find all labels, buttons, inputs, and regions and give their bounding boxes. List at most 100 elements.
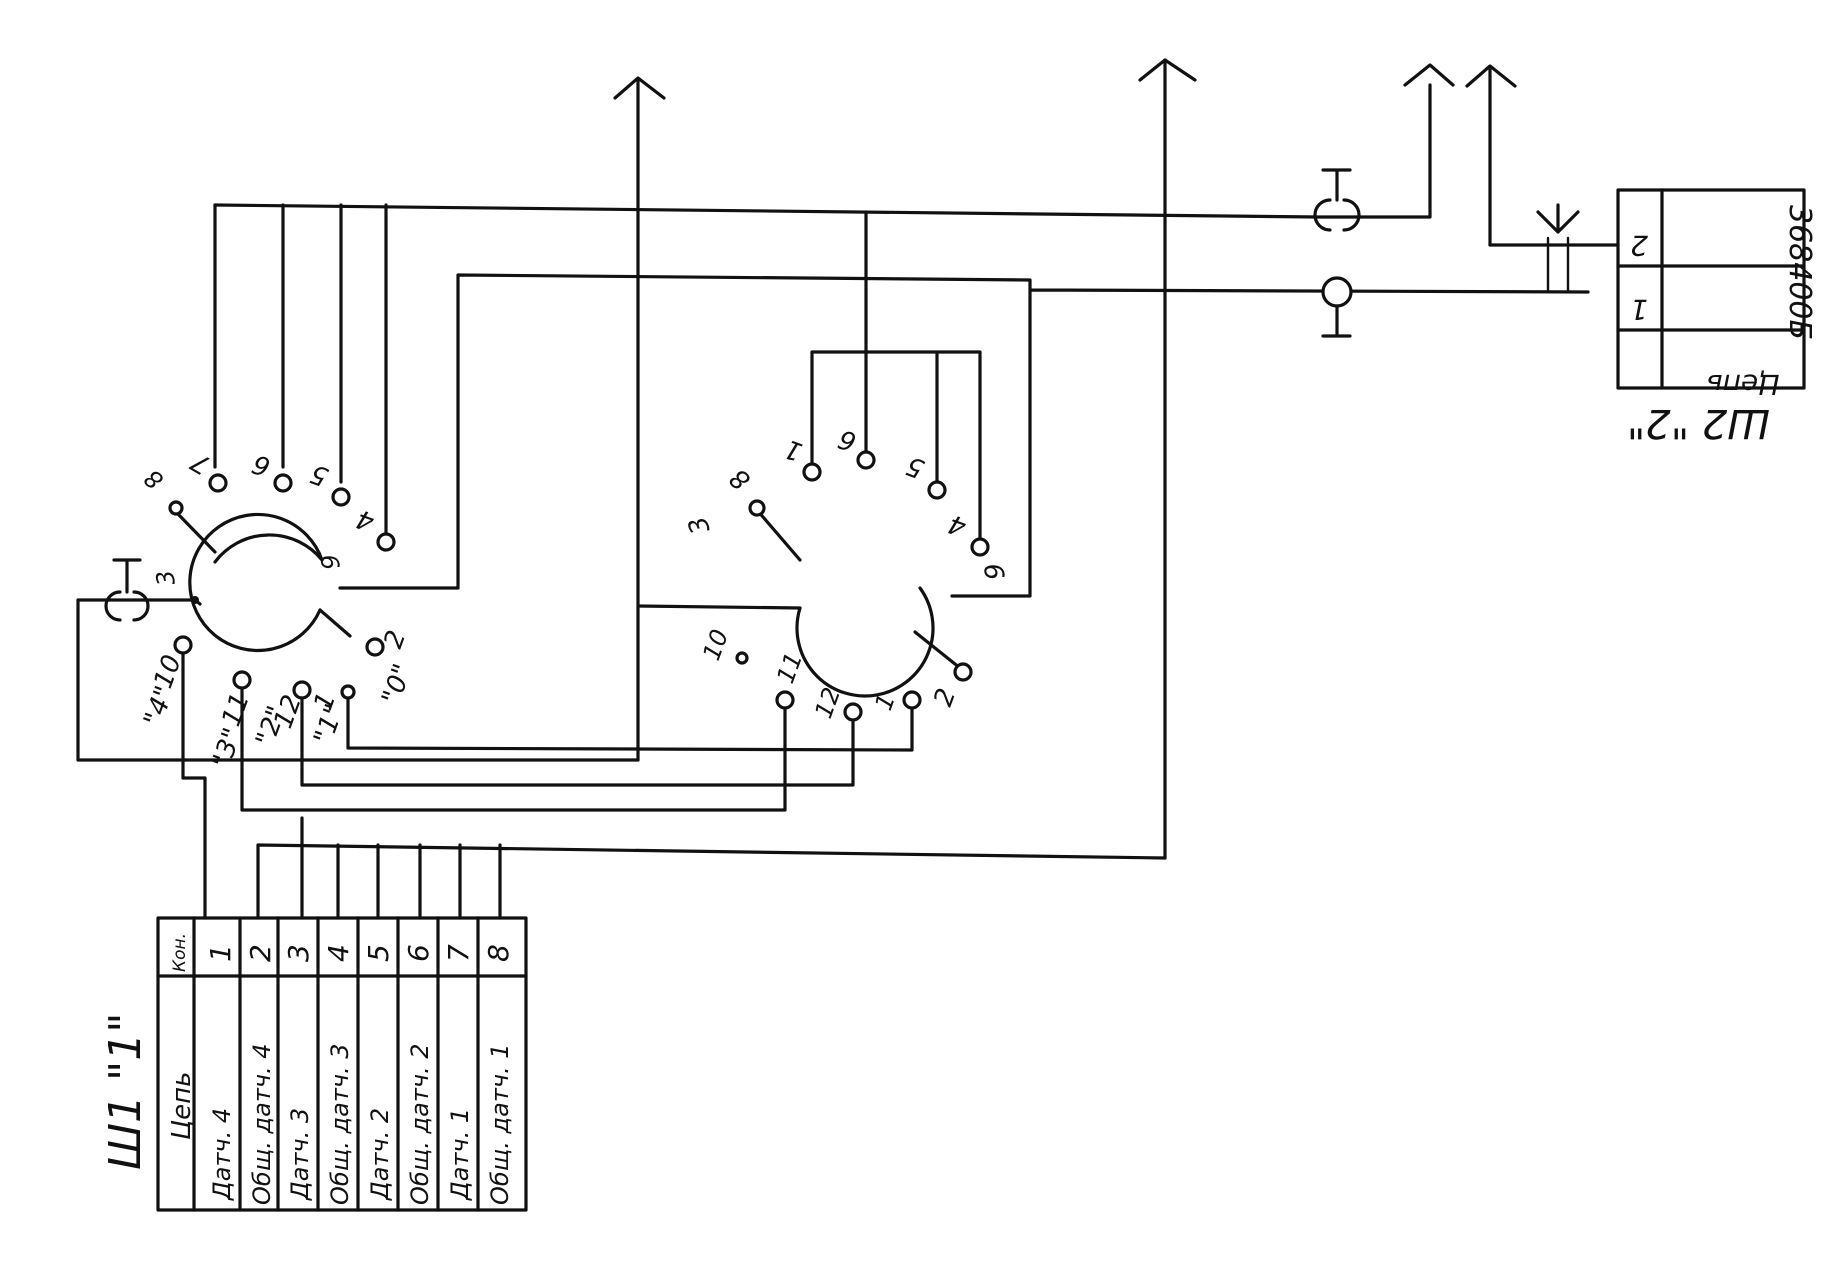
wire-right-bracket [810, 350, 982, 542]
right-contact-9: 9 [979, 560, 1011, 582]
pin-left-11 [232, 670, 252, 690]
switch-right-wiper-2 [913, 630, 962, 670]
pin-left-10 [173, 635, 193, 655]
switch-right [735, 450, 990, 722]
pin-right-2 [953, 662, 973, 682]
conn1-border [156, 916, 528, 1212]
left-contact-6: 6 [249, 448, 275, 482]
wire-harness-4 [346, 698, 914, 752]
left-contact-8: 8 [139, 464, 169, 495]
conn1-title: Ш1 "1" [100, 1012, 151, 1170]
left-contact-3: 3 [151, 568, 181, 588]
right-contact-4: 4 [945, 508, 971, 542]
conn1-circuit-1: Датч. 4 [208, 1108, 236, 1201]
conn1-pin-4: 4 [322, 944, 355, 962]
pin-right-1b [902, 690, 922, 710]
arrow-head-center [613, 76, 666, 100]
wire-harness-2 [240, 681, 787, 812]
pin-left-1 [340, 684, 356, 700]
right-contact-2: 2 [928, 685, 962, 711]
left-contact-5: 5 [307, 458, 333, 492]
switch-right-wiper [755, 508, 802, 562]
conn2-row-lines [1616, 264, 1806, 332]
conn1-circuit-8: Общ. датч. 1 [486, 1043, 514, 1205]
jack-top [1313, 168, 1361, 232]
conn2-part-number: 368400Б [1782, 205, 1817, 340]
right-contact-8: 8 [725, 462, 757, 496]
wire-top-rail [213, 83, 1432, 219]
conn1-pin-6: 6 [402, 944, 435, 962]
wire-left-frame [76, 598, 640, 762]
conn1-pin-8: 8 [482, 944, 515, 962]
conn1-pin-3: 3 [282, 944, 315, 962]
left-position-0: "0" [376, 660, 418, 708]
arrow-head-up-1 [1403, 63, 1455, 87]
wire-harness-6 [300, 816, 502, 920]
right-contact-1: 1 [781, 433, 807, 467]
conn1-circuit-5: Датч. 2 [366, 1108, 394, 1201]
right-contact-3: 3 [683, 512, 717, 538]
conn1-circuit-6: Общ. датч. 2 [406, 1043, 434, 1205]
wire-second-rail [338, 273, 1590, 598]
conn1-head-pin: Кон. [170, 933, 190, 972]
switch-left-body-top [213, 533, 324, 564]
conn2-head-circuit: Цепь [1706, 368, 1780, 401]
pin-right-12 [843, 702, 863, 722]
jack-left [104, 558, 150, 622]
pin-right-11 [775, 690, 795, 710]
pin-right-10 [735, 651, 749, 665]
left-contact-9: 9 [316, 552, 346, 572]
conn1-pin-1: 1 [204, 944, 237, 962]
wire-center-to-right [636, 604, 802, 610]
pin-left-2 [365, 637, 385, 657]
conn2-pin-2: 2 [1630, 229, 1648, 262]
connector-2 [1616, 188, 1806, 390]
right-contact-12: 12 [809, 684, 846, 722]
conn2-pin-1: 1 [1630, 293, 1648, 326]
pin-left-8 [168, 500, 184, 516]
conn1-circuit-3: Датч. 3 [286, 1108, 314, 1201]
pin-right-5 [927, 480, 947, 500]
wire-conn2-fork [1536, 203, 1580, 234]
pin-left-4 [376, 532, 396, 552]
jack-second [1321, 276, 1353, 338]
conn1-circuit-7: Датч. 1 [446, 1108, 474, 1201]
switch-left-wiper-2 [318, 608, 352, 638]
wires [76, 58, 1620, 920]
switch-right-body [795, 586, 935, 698]
left-contact-11: 11 [216, 689, 256, 730]
pin-right-6 [856, 450, 876, 470]
conn1-head-circuit: Цепь [167, 1071, 197, 1140]
conn1-col-lines [192, 916, 480, 1212]
arrow-head-up-2 [1465, 64, 1517, 88]
wire-conn2-shield [1546, 236, 1570, 294]
pin-right-8 [748, 499, 766, 517]
right-contact-5: 5 [903, 450, 929, 484]
conn1-pin-5: 5 [362, 944, 395, 962]
conn1-circuit-4: Общ. датч. 3 [326, 1043, 354, 1205]
conn2-title: Ш2 "2" [1627, 400, 1770, 446]
conn2-border [1616, 188, 1806, 390]
jacks [104, 168, 1361, 622]
pin-left-12 [292, 680, 312, 700]
left-contact-4: 4 [353, 503, 379, 537]
wire-harness-1 [181, 648, 207, 920]
pin-left-3 [191, 596, 199, 604]
arrow-head-right [1138, 58, 1197, 82]
conn1-pin-2: 2 [244, 944, 277, 962]
conn1-circuit-2: Общ. датч. 4 [248, 1043, 276, 1205]
left-contact-7: 7 [186, 445, 216, 479]
pin-left-7 [208, 473, 228, 493]
switch-left-body [188, 512, 324, 652]
switch-left [168, 473, 396, 700]
right-contact-6: 6 [835, 423, 861, 457]
pin-left-6 [273, 473, 293, 493]
conn1-pin-7: 7 [442, 944, 475, 962]
pin-right-4 [970, 537, 990, 557]
pin-right-1 [802, 462, 822, 482]
wire-harness-3 [300, 691, 855, 787]
pin-left-5 [331, 487, 351, 507]
right-contact-10: 10 [697, 626, 734, 664]
connector-1 [156, 916, 528, 1212]
